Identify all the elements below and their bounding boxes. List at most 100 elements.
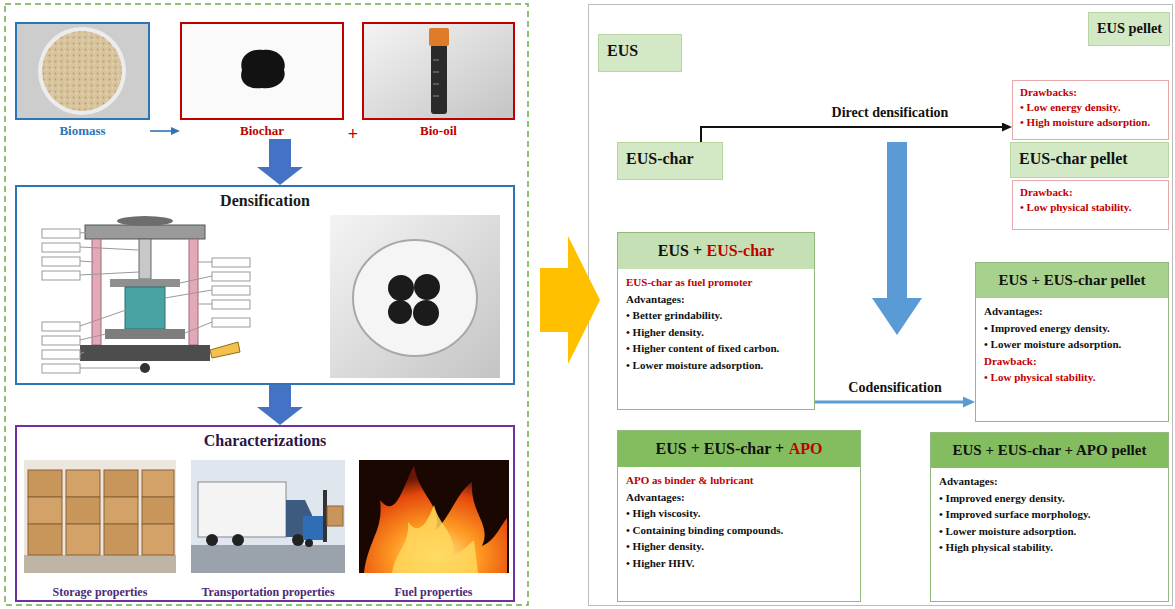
fuel-photo — [359, 460, 509, 573]
bio-oil-photo — [364, 24, 513, 118]
bio-oil-photo — [433, 84, 439, 85]
press-illustration — [80, 247, 138, 250]
bio-oil-photo — [431, 44, 447, 114]
photo-panel: Transportation properties — [187, 460, 349, 600]
card-text: • Higher density. — [626, 538, 852, 555]
card-text: • Improved surface morphology. — [939, 506, 1160, 523]
press-illustration — [42, 243, 80, 252]
card-text: • Improved energy density. — [939, 490, 1160, 507]
storage-photo — [142, 470, 174, 497]
press-illustration — [117, 216, 173, 226]
storage-photo — [28, 470, 62, 497]
transportation-photo — [292, 534, 304, 546]
storage-photo — [142, 497, 174, 524]
pellet-photo — [330, 215, 500, 378]
drawback-box: Drawbacks:• Low energy density.• High mo… — [1012, 80, 1169, 140]
photo-frame — [180, 22, 344, 120]
panel-title: Characterizations — [17, 427, 513, 450]
press-illustration — [180, 276, 212, 283]
storage-photo — [24, 555, 176, 573]
pellet-photo — [388, 275, 414, 301]
storage-photo — [142, 524, 174, 555]
card-body: Advantages:• Improved energy density.• L… — [976, 298, 1168, 392]
box-label: EUS pellet — [1097, 20, 1161, 37]
card-text: Advantages: — [626, 489, 852, 506]
press-illustration — [110, 279, 180, 287]
storage-photo — [24, 460, 176, 573]
card-heading: EUS + EUS-char + — [656, 440, 785, 457]
card-text: • Higher density. — [626, 324, 806, 341]
press-illustration — [42, 364, 80, 373]
storage-photo — [28, 524, 62, 555]
dashed-panel — [5, 4, 528, 605]
fuel-photo — [359, 460, 509, 573]
press-illustration — [198, 262, 212, 263]
press-illustration — [105, 329, 185, 339]
pellet-photo — [388, 300, 412, 324]
press-illustration — [42, 350, 80, 359]
card-text: EUS-char as fuel promoter — [626, 274, 806, 291]
pellet-photo — [414, 274, 440, 300]
card-text: • Lower moisture adsorption. — [939, 523, 1160, 540]
storage-photo — [66, 470, 100, 497]
press-illustration — [42, 216, 250, 373]
material-box: EUS pellet — [1088, 12, 1170, 46]
storage-photo — [104, 497, 138, 524]
storage-photo — [104, 524, 138, 555]
biomass-photo — [38, 27, 126, 115]
biochar-photo — [182, 24, 342, 118]
transportation-photo — [206, 534, 218, 546]
press-illustration — [185, 322, 212, 333]
card-heading: EUS + — [658, 242, 702, 259]
press-illustration — [139, 239, 151, 279]
right-frame — [589, 5, 1173, 606]
biomass-photo — [42, 31, 122, 111]
dashed-panel — [5, 4, 528, 605]
bio-oil-photo — [433, 96, 439, 97]
photo-caption: Storage properties — [20, 585, 180, 600]
yellow-arrow — [540, 236, 600, 364]
card-header: EUS + EUS-char +APO — [618, 431, 860, 467]
photo-frame — [362, 22, 515, 120]
photo-caption: Transportation properties — [187, 585, 349, 600]
note-text: Drawback: — [1020, 185, 1161, 200]
press-illustration — [42, 336, 80, 345]
press-illustration — [85, 225, 205, 239]
card-text: • Higher HHV. — [626, 555, 852, 572]
box-label: EUS — [607, 42, 673, 60]
photo-frame-node: Bio-oil — [362, 22, 515, 139]
photo-frame-node: Biochar — [180, 22, 344, 139]
card-header: EUS + EUS-char — [618, 233, 814, 269]
press-illustration — [80, 334, 106, 340]
press-illustration — [92, 239, 101, 345]
storage-photo — [66, 524, 100, 555]
transportation-photo — [191, 545, 345, 573]
card-body: EUS-char as fuel promoterAdvantages:• Be… — [618, 269, 814, 379]
card-text: • Improved energy density. — [984, 320, 1160, 337]
section-panel: CharacterizationsStorage properties Trans… — [15, 425, 515, 602]
bio-oil-photo — [433, 72, 439, 73]
drawback-box: Drawback:• Low physical stability. — [1012, 180, 1169, 230]
description-card: EUS + EUS-char pelletAdvantages:• Improv… — [975, 262, 1169, 422]
box-label: EUS-char — [626, 150, 714, 168]
photo-caption: Biomass — [15, 123, 150, 139]
fuel-photo — [392, 505, 478, 573]
photo-panel: Fuel properties — [355, 460, 512, 600]
note-text: • Low energy density. — [1020, 100, 1161, 115]
card-header: EUS + EUS-char + APO pellet — [931, 433, 1168, 468]
card-heading: EUS-char — [707, 242, 775, 259]
transportation-photo — [191, 460, 345, 573]
pellet-photo — [353, 240, 477, 356]
card-text: APO as binder & lubricant — [626, 472, 852, 489]
material-box: EUS-char pellet — [1010, 142, 1169, 178]
biochar-photo — [241, 50, 285, 89]
photo-caption: Bio-oil — [362, 123, 515, 139]
pellet-photo — [330, 215, 500, 378]
card-header: EUS + EUS-char pellet — [976, 263, 1168, 298]
card-text: Drawback: — [984, 353, 1160, 370]
card-text: • Better grindability. — [626, 307, 806, 324]
press-illustration — [212, 272, 250, 281]
transportation-photo — [198, 482, 286, 537]
transportation-photo — [327, 506, 343, 526]
bio-oil-photo — [433, 60, 439, 61]
